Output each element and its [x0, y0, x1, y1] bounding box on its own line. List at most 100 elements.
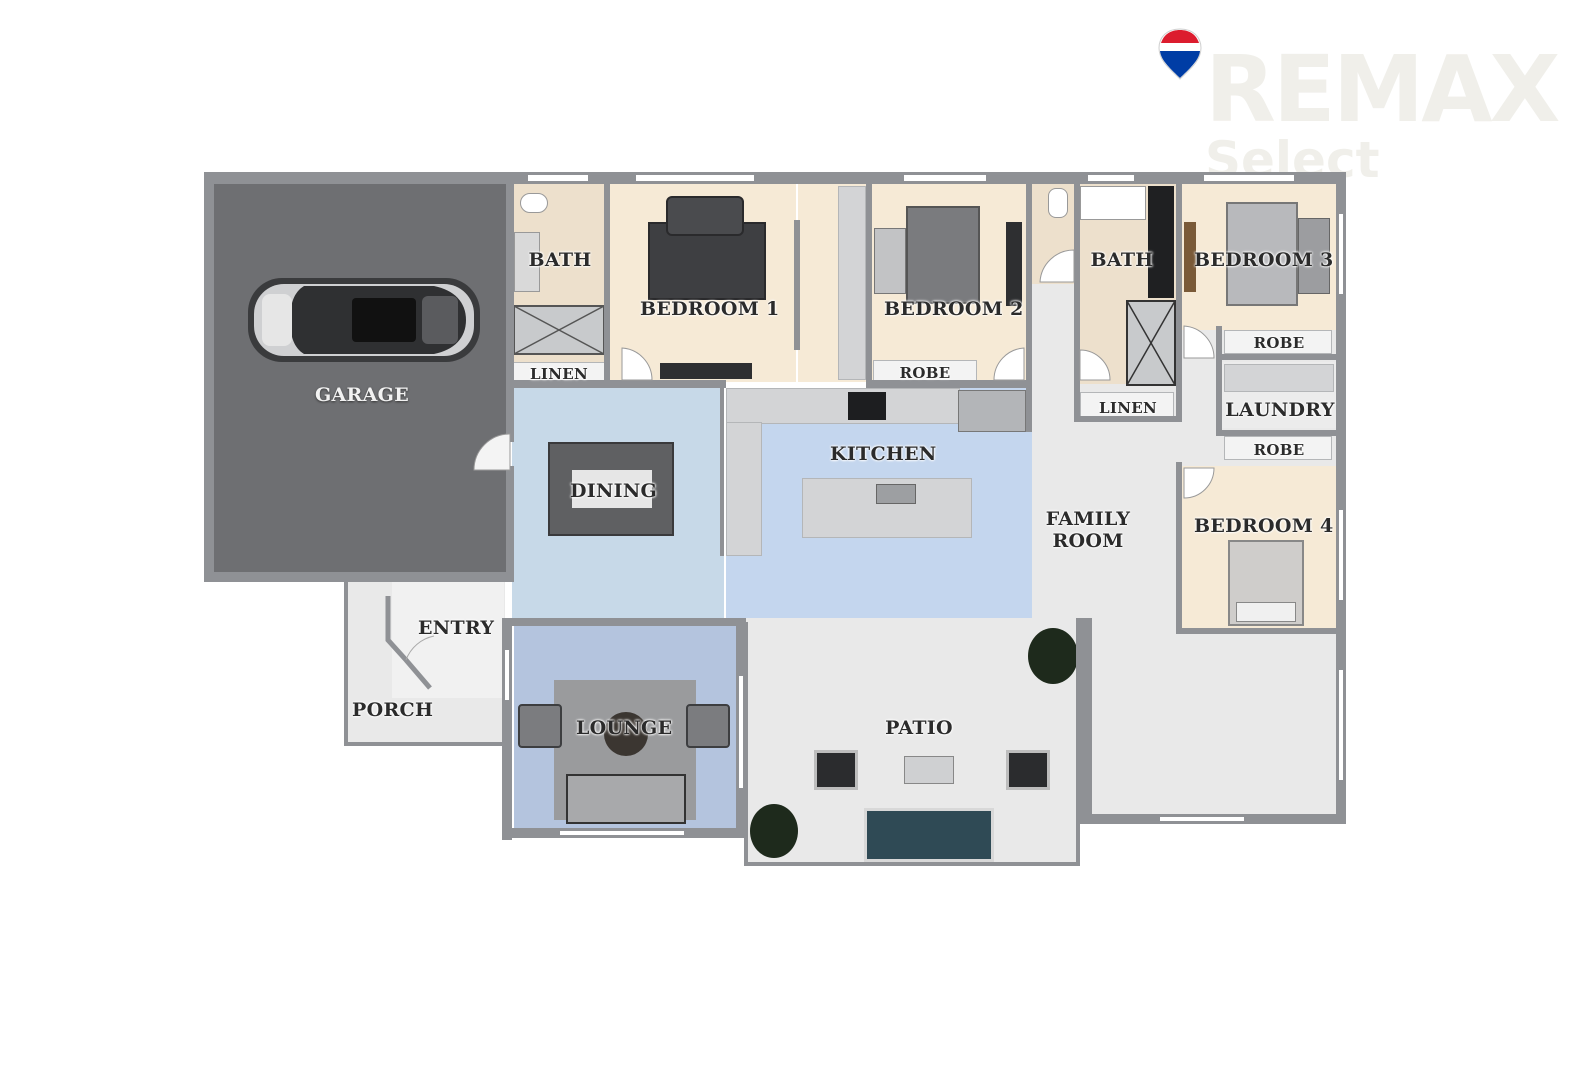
- wall-porch-left: [344, 578, 348, 746]
- label-garage: GARAGE: [314, 384, 409, 406]
- wall-patio-bottom: [744, 862, 1080, 866]
- label-entry: ENTRY: [418, 617, 495, 639]
- wall-family-step: [1080, 618, 1092, 818]
- label-bedroom3: BEDROOM 3: [1194, 249, 1334, 271]
- sofa-icon: [566, 774, 686, 824]
- window: [1160, 817, 1244, 821]
- kitchen-bench-side: [726, 422, 762, 556]
- window: [904, 175, 986, 181]
- label-bedroom2: BEDROOM 2: [884, 298, 1024, 320]
- desk-icon: [1006, 222, 1022, 306]
- label-linen1: LINEN: [530, 365, 588, 383]
- wall-lounge-left: [502, 618, 512, 840]
- balloon-icon: [1158, 28, 1202, 80]
- label-robe3: ROBE: [1253, 334, 1305, 352]
- window: [528, 175, 588, 181]
- robe4-cupboard: [1224, 436, 1332, 460]
- wall-bath2-left: [1074, 182, 1080, 422]
- bed3-pillows: [1298, 218, 1330, 294]
- wall-robe4-top: [1216, 430, 1336, 436]
- window: [560, 831, 684, 835]
- door-bath2: [1039, 249, 1075, 283]
- patio-chair-right-icon: [1006, 750, 1050, 790]
- toilet-icon: [520, 193, 548, 213]
- wall-bed1-wir: [794, 220, 800, 350]
- robe3-cupboard: [1224, 330, 1332, 354]
- sink-icon: [876, 484, 916, 504]
- wall-patio-left: [744, 622, 748, 866]
- door-bedroom2: [993, 347, 1025, 381]
- wall-patio-right: [1076, 618, 1080, 866]
- door-bedroom3: [1183, 325, 1215, 359]
- armchair-left-icon: [518, 704, 562, 748]
- window: [1339, 670, 1343, 780]
- door-bedroom4: [1183, 467, 1215, 499]
- window: [1339, 510, 1343, 600]
- window: [1088, 175, 1134, 181]
- coffee-table-icon: [604, 712, 648, 756]
- label-linen2: LINEN: [1099, 399, 1157, 417]
- door-entry: [385, 596, 435, 690]
- shower-icon: [513, 305, 605, 355]
- label-lounge: LOUNGE: [576, 717, 673, 739]
- label-dining: DINING: [570, 480, 658, 502]
- wall-top: [204, 172, 1346, 184]
- patio-table-icon: [904, 756, 954, 784]
- laundry-bench: [1224, 364, 1334, 392]
- wall-bed2-bottom: [866, 380, 1032, 388]
- fridge-icon: [958, 390, 1026, 432]
- window: [636, 175, 754, 181]
- label-bedroom4: BEDROOM 4: [1194, 515, 1334, 537]
- label-bath1: BATH: [528, 249, 592, 271]
- label-family-line1: FAMILY: [1045, 508, 1131, 530]
- bathtub-icon: [1080, 186, 1146, 220]
- door-bath2-b: [1079, 349, 1111, 381]
- wall-porch-bottom: [344, 742, 504, 746]
- bed4-pillows: [1236, 602, 1296, 622]
- cooktop-icon: [848, 392, 886, 420]
- bed1-pillows: [666, 196, 744, 236]
- linen2-cupboard: [1080, 392, 1174, 418]
- wall-bed4-bottom: [1176, 628, 1336, 634]
- bed2-icon: [906, 206, 980, 304]
- patio-chair-left-icon: [814, 750, 858, 790]
- plant-icon: [1028, 628, 1078, 684]
- wall-laundry-left: [1216, 326, 1222, 434]
- label-kitchen: KITCHEN: [830, 443, 937, 465]
- kitchen-bench-back: [726, 388, 960, 424]
- desk3-icon: [1184, 222, 1196, 292]
- window: [1204, 175, 1294, 181]
- wall-bath2-right: [1176, 182, 1182, 422]
- wall-bed2-bath2: [1026, 182, 1032, 432]
- wall-bath1-bottom: [512, 380, 726, 388]
- toilet2-icon: [1048, 188, 1068, 218]
- patio-sofa-icon: [864, 808, 994, 862]
- label-porch: PORCH: [352, 699, 434, 721]
- wall-kitchen-dining: [720, 388, 724, 556]
- dining-tabletop: [572, 470, 652, 508]
- window: [505, 650, 509, 700]
- wall-garage-right: [506, 172, 514, 442]
- vanity-icon: [514, 232, 540, 292]
- label-robe4: ROBE: [1253, 441, 1305, 459]
- bed2-pillows: [874, 228, 906, 294]
- wall-bed4-left: [1176, 462, 1182, 634]
- label-bath2: BATH: [1090, 249, 1154, 271]
- wall-left-garage: [204, 172, 214, 582]
- wall-garage-right-lower: [506, 466, 514, 578]
- label-laundry: LAUNDRY: [1225, 399, 1335, 421]
- wall-garage-bottom: [204, 572, 514, 582]
- wardrobe-shelf: [838, 186, 866, 380]
- wall-bath2-bottom: [1074, 416, 1182, 422]
- plant-icon-2: [750, 804, 798, 858]
- wall-robe3-bottom: [1216, 354, 1336, 360]
- window: [1339, 214, 1343, 294]
- label-patio: PATIO: [885, 717, 953, 739]
- wall-bath1-bed1: [604, 182, 610, 382]
- vanity2-icon: [1148, 186, 1174, 298]
- label-robe2: ROBE: [899, 364, 951, 382]
- remax-wordmark: REMAX: [1205, 36, 1560, 143]
- label-bedroom1: BEDROOM 1: [640, 298, 780, 320]
- wall-wir-bed2: [866, 182, 872, 386]
- entry-floor: [392, 578, 504, 698]
